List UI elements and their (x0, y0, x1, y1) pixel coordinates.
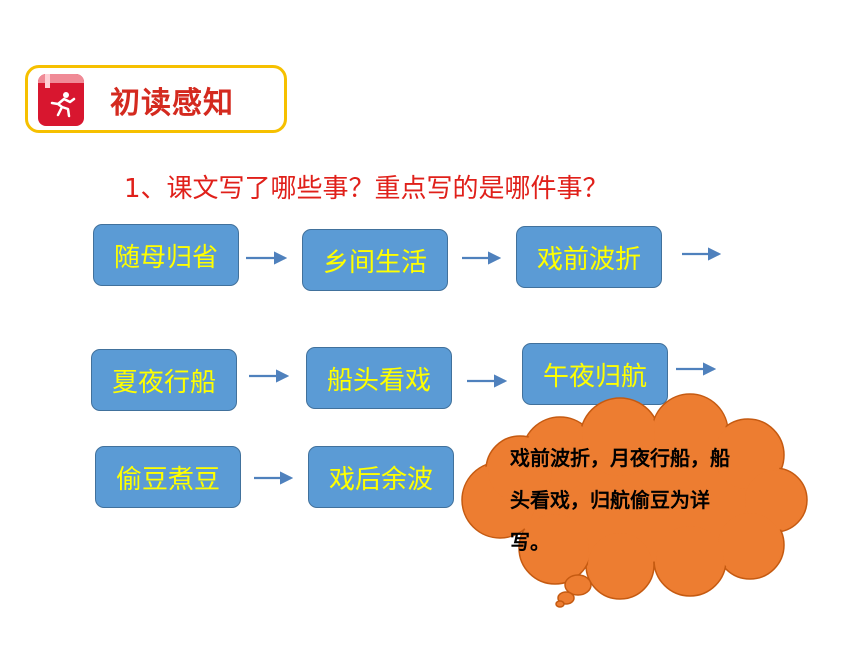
node-wuye-guihang: 午夜归航 (522, 343, 668, 405)
node-suimu-guisheng: 随母归省 (93, 224, 239, 286)
section-title: 初读感知 (110, 86, 234, 121)
node-xiangjian-shenghuo: 乡间生活 (302, 229, 448, 291)
node-xiaye-xingchuan: 夏夜行船 (91, 349, 237, 411)
node-xiqian-bozhe: 戏前波折 (516, 226, 662, 288)
callout-text: 戏前波折，月夜行船，船头看戏，归航偷豆为详写。 (510, 446, 730, 554)
node-toudou-zhudou: 偷豆煮豆 (95, 446, 241, 508)
section-header: 初读感知 (25, 65, 287, 133)
question-text: 1、课文写了哪些事？重点写的是哪件事？ (124, 174, 609, 204)
book-runner-icon (38, 74, 84, 126)
node-chuantou-kanxi: 船头看戏 (306, 347, 452, 409)
node-xihou-yubo: 戏后余波 (308, 446, 454, 508)
